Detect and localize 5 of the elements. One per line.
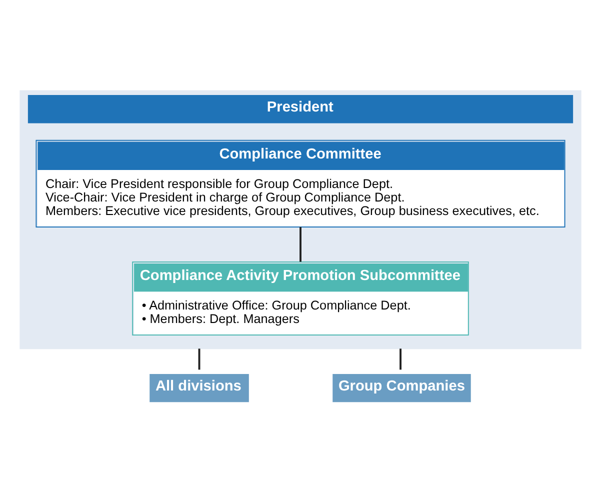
node-box: All divisions — [150, 374, 249, 402]
connector — [400, 348, 402, 370]
connector — [300, 227, 302, 262]
connector — [198, 348, 200, 370]
node-box: Group Companies — [332, 374, 471, 402]
